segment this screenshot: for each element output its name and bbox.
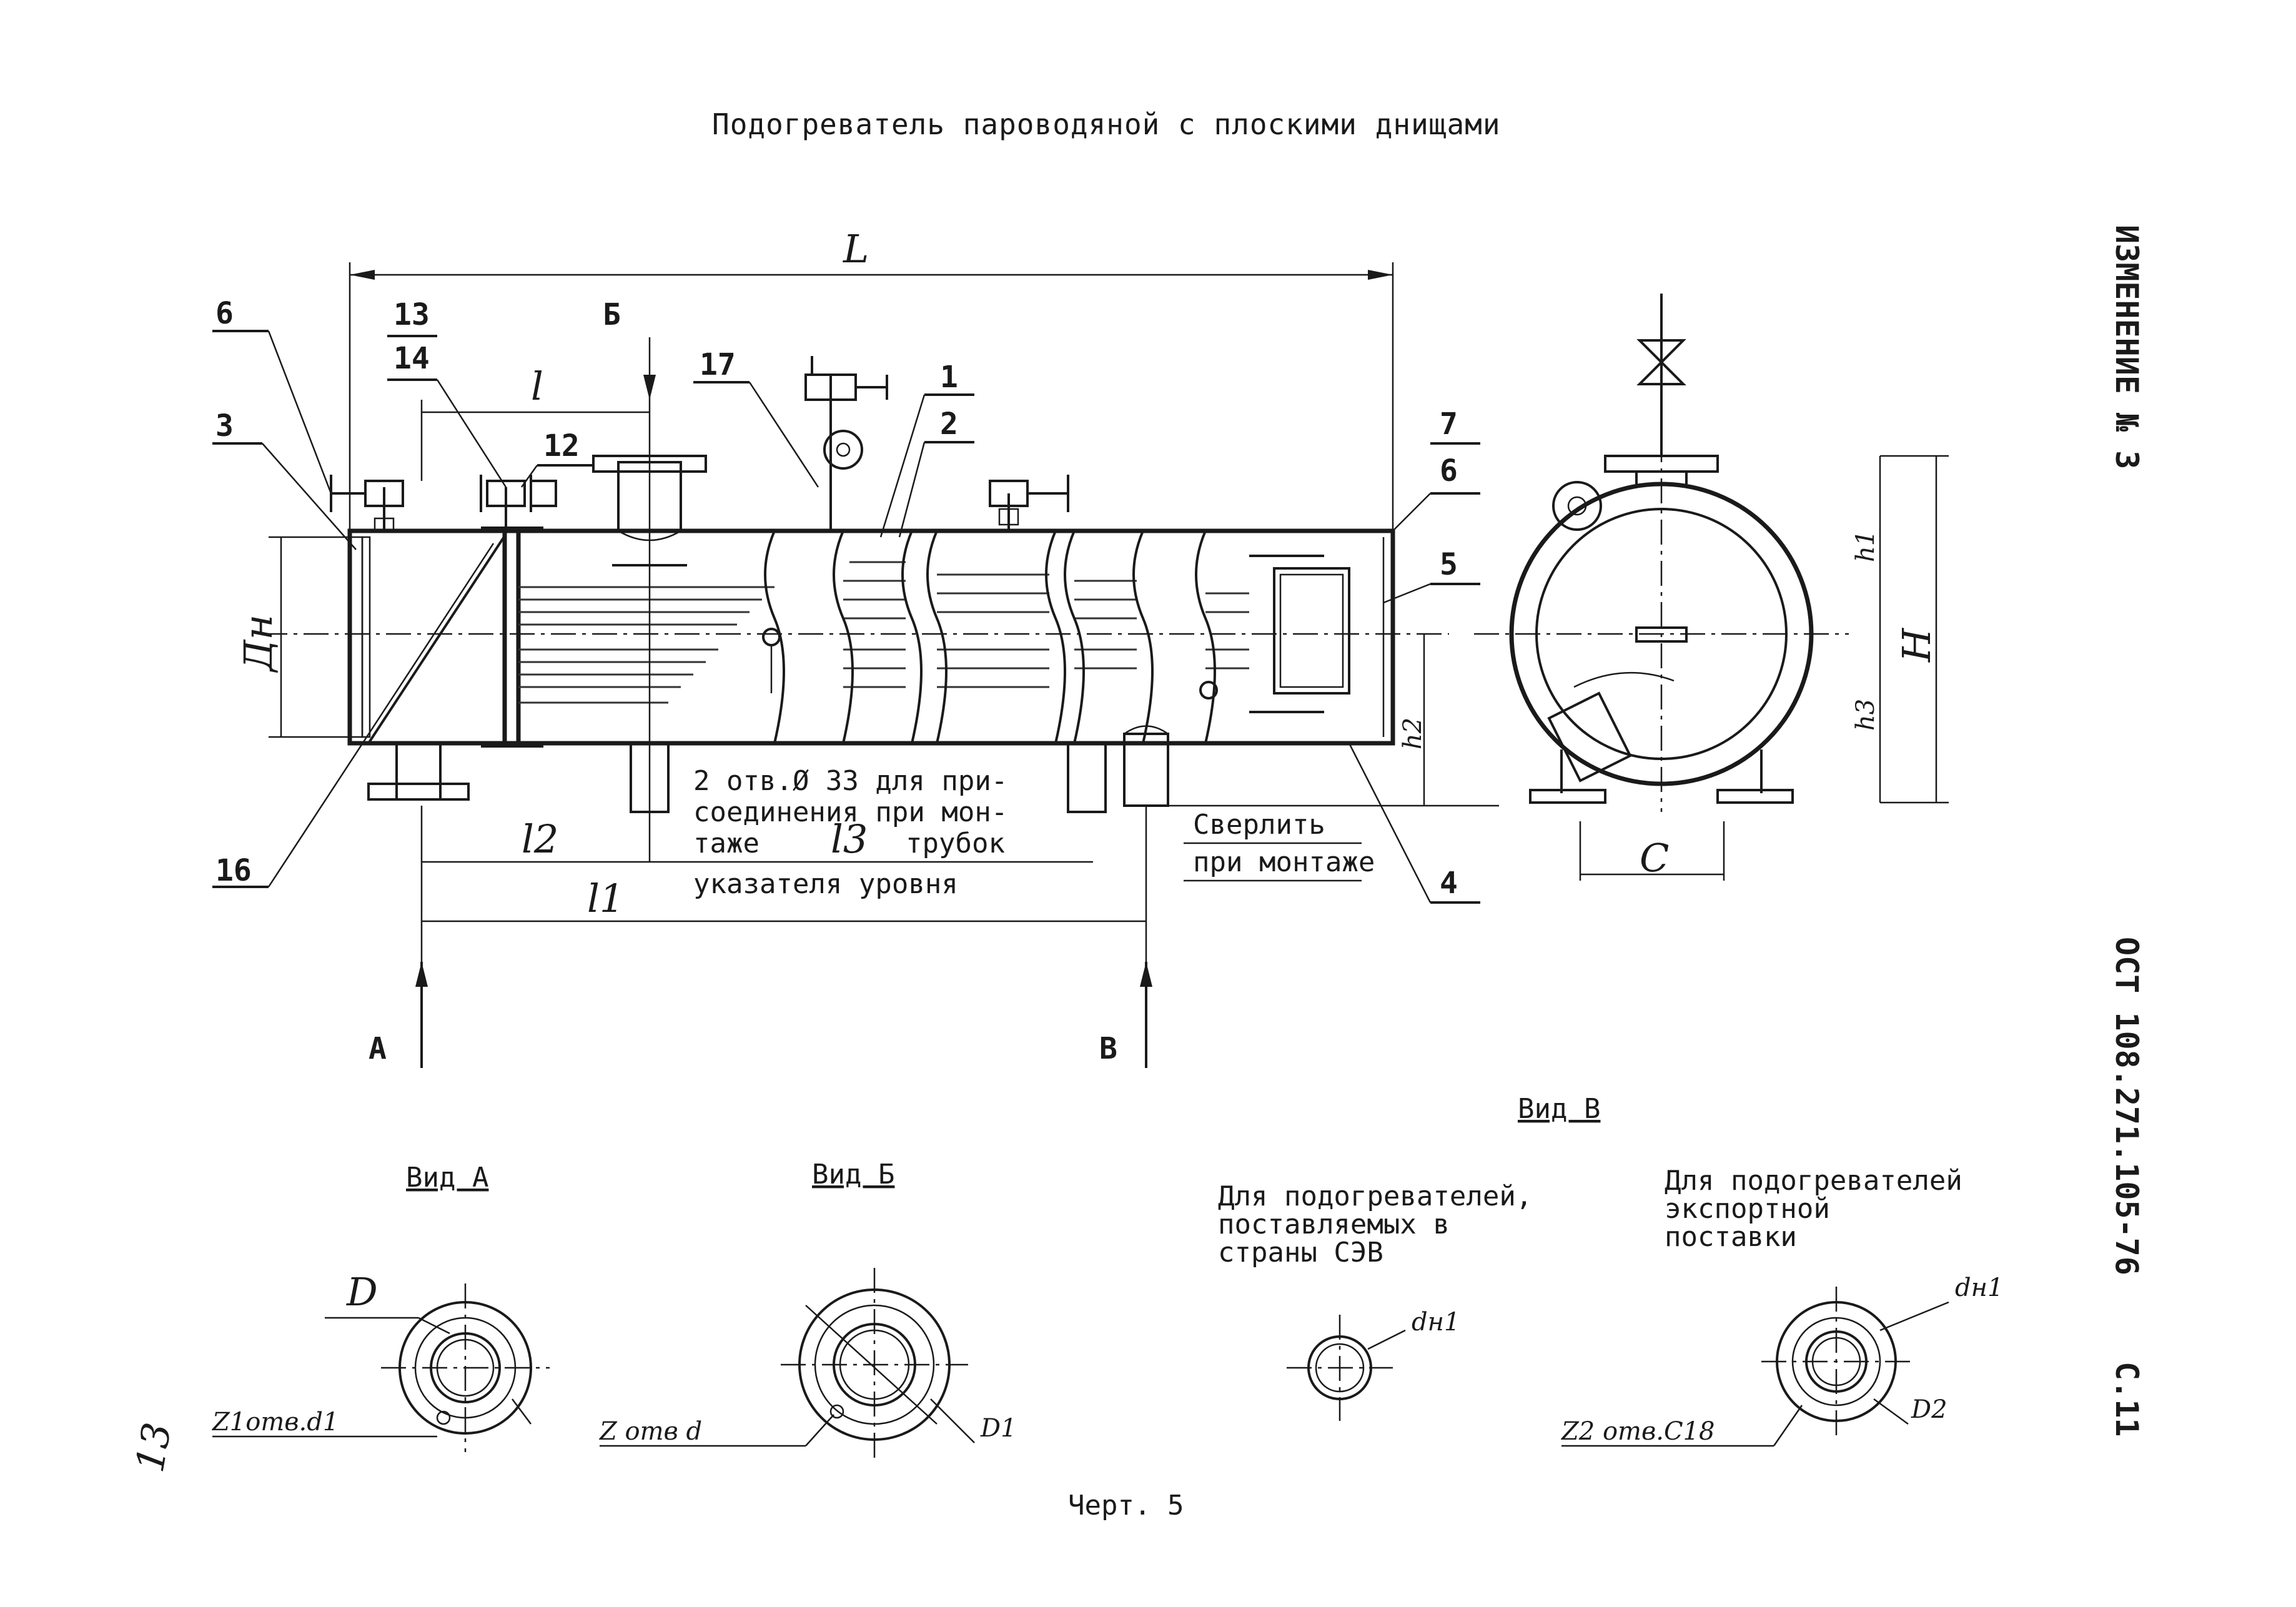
view-a-title: Вид А [406, 1162, 488, 1194]
dim-L-label: L [843, 226, 869, 272]
note-drill-1: Сверлить [1193, 809, 1325, 841]
callout-11: 12 [543, 428, 580, 463]
view-v-right-D2-label: D2 [1911, 1395, 1947, 1424]
section-mark-A: А [369, 1031, 387, 1066]
dim-l-label: l [531, 363, 543, 409]
callout-1: 1 [940, 360, 958, 395]
view-v-left-d-label: dн1 [1412, 1308, 1460, 1337]
standard-label: ОСТ 108.271.105-76 [2109, 937, 2145, 1275]
view-v-left-caption-2: поставляемых в [1218, 1209, 1450, 1240]
note-holes-1: 2 отв.Ø 33 для при- [693, 765, 1007, 797]
view-a: Вид А D Z1отв.d1 [211, 1162, 550, 1452]
note-drill-2: при монтаже [1193, 846, 1375, 878]
vent-valve-center [480, 475, 557, 531]
dim-l1-label: l1 [587, 876, 624, 921]
dim-Dn-label: Дн [235, 615, 281, 673]
dim-C-label: C [1640, 835, 1669, 881]
end-support [1273, 567, 1350, 695]
callout-3: 3 [215, 408, 234, 443]
view-v-right: Для подогревателей экспортной поставки d… [1560, 1165, 2003, 1447]
callouts: 6 3 13 14 12 17 1 2 7 6 5 [212, 296, 1480, 904]
callout-12: 13 [393, 297, 430, 332]
callout-6: 6 [1440, 453, 1458, 488]
dim-l2-label: l2 [522, 816, 558, 862]
note-holes-4: указателя уровня [693, 868, 958, 900]
vent-valve-right [989, 475, 1069, 531]
note-holes-3: таже [693, 828, 760, 859]
dim-H-label: H [1894, 627, 1939, 663]
dim-l3-label: l3 [831, 816, 868, 862]
view-b-title: Вид Б [812, 1159, 894, 1190]
view-a-holes-label: Z1отв.d1 [211, 1408, 339, 1436]
page-ref-label: С.11 [2109, 1362, 2145, 1436]
dim-h1-label: h1 [1851, 530, 1880, 562]
pressure-gauge-icon [823, 430, 863, 470]
dim-h3-label: h3 [1851, 699, 1880, 731]
callout-13: 14 [393, 341, 430, 376]
callout-7: 7 [1440, 407, 1458, 442]
view-b: Вид Б Z отв d D1 [598, 1159, 1017, 1461]
vent-valve-left [330, 475, 404, 532]
tube-sheet [502, 528, 521, 746]
view-v-title: Вид В [1518, 1093, 1600, 1125]
view-a-D-label: D [346, 1269, 378, 1315]
callout-2: 2 [940, 407, 958, 442]
figure-caption: Черт. 5 [1068, 1490, 1184, 1521]
callout-5: 5 [1440, 547, 1458, 582]
view-b-holes-label: Z отв d [598, 1417, 702, 1446]
view-v-left: Для подогревателей, поставляемых в стран… [1218, 1180, 1532, 1421]
dimensions: l Б l2 l1 Дн h2 [235, 297, 1499, 1062]
note-holes-2: соединения при мон- [693, 796, 1007, 828]
level-gauge-hole-bottom [1199, 681, 1218, 700]
section-mark-V: В [1099, 1031, 1117, 1066]
section-mark-B: Б [603, 297, 621, 332]
view-v-right-holes-label: Z2 отв.С18 [1560, 1417, 1715, 1446]
heater-end-view: C h1 h3 H [1474, 294, 1949, 881]
bottom-nozzle-left [395, 742, 442, 801]
section-arrows: А В [369, 962, 1152, 1068]
level-gauge-nozzle-right [1067, 742, 1107, 813]
view-v-right-d-label: dн1 [1955, 1273, 2003, 1302]
end-view-gauge-icon [1552, 481, 1602, 531]
note-holes-3b: трубок [906, 828, 1005, 859]
callout-16: 6 [215, 296, 234, 331]
view-v-right-caption-1: Для подогревателей [1665, 1165, 1962, 1197]
page-number: 13 [127, 1419, 181, 1475]
heater-side-view: L [262, 226, 1449, 813]
level-gauge-hole-top [762, 628, 781, 646]
view-v-left-caption-3: страны СЭВ [1218, 1237, 1383, 1268]
drawing-title: Подогреватель пароводяной с плоскими дни… [712, 107, 1501, 141]
view-b-D1-label: D1 [980, 1414, 1017, 1443]
pressure-gauge-assembly [804, 356, 888, 531]
callout-14: 16 [215, 853, 252, 888]
view-v-right-caption-2: экспортной [1665, 1193, 1830, 1225]
callout-17: 17 [700, 347, 736, 382]
view-v-left-caption-1: Для подогревателей, [1218, 1180, 1532, 1212]
change-label: ИЗМЕНЕНИЕ № 3 [2109, 225, 2145, 469]
notes: 2 отв.Ø 33 для при- соединения при мон- … [693, 765, 1375, 900]
view-v-right-caption-3: поставки [1665, 1221, 1797, 1253]
top-valve-icon [1636, 339, 1686, 385]
tube-bundle [518, 561, 1249, 704]
callout-4: 4 [1440, 866, 1458, 901]
partition-plate [367, 533, 507, 744]
dim-h2-label: h2 [1398, 718, 1427, 749]
